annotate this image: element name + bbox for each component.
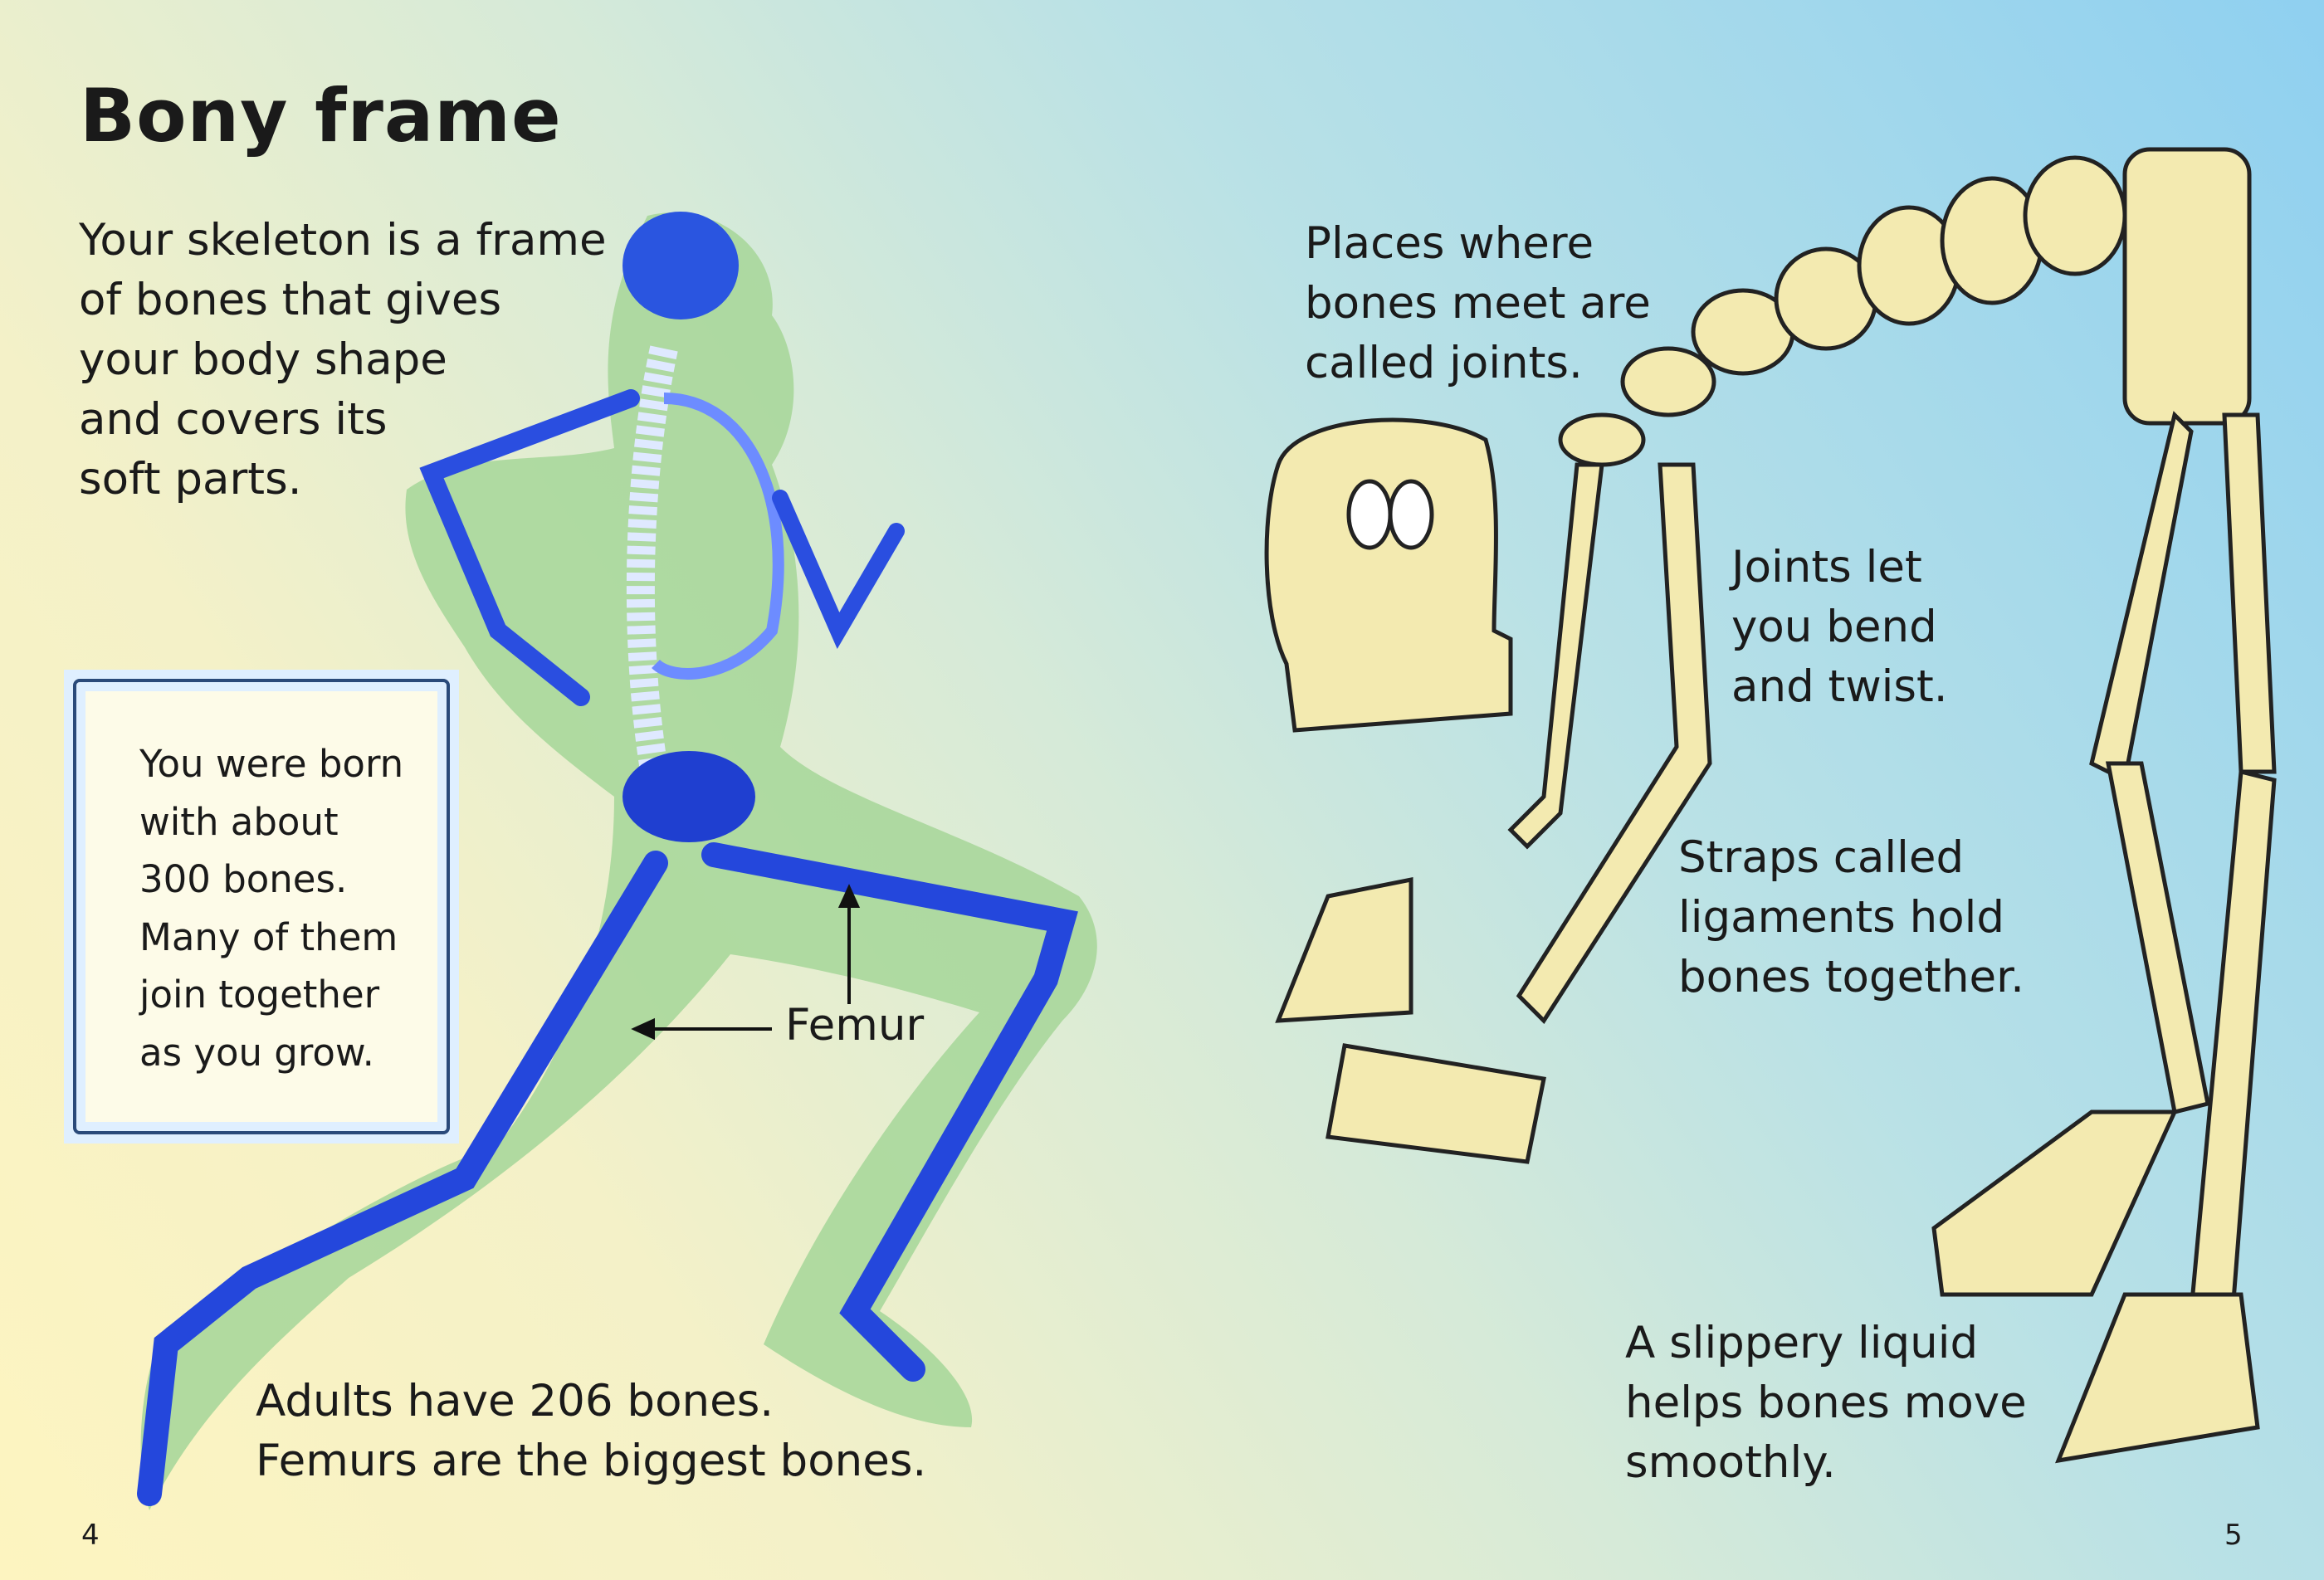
bone-frame-box (64, 670, 459, 1144)
xray-skeleton-illustration (137, 212, 1097, 1510)
text-line: bones together. (1678, 952, 2024, 1002)
page-number-left: 4 (81, 1519, 100, 1552)
text-line: helps bones move (1625, 1378, 2027, 1428)
text-line: Places where (1305, 218, 1594, 269)
intro-text: Your skeleton is a frame of bones that g… (79, 211, 607, 510)
text-line: and covers its (79, 394, 388, 445)
text-line: soft parts. (79, 454, 302, 505)
adults-text: Adults have 206 bones. Femurs are the bi… (256, 1372, 926, 1491)
text-line: of bones that gives (79, 275, 502, 325)
robot-skeleton-illustration (1264, 147, 2277, 1464)
text-line: Your skeleton is a frame (79, 215, 607, 266)
fact-box-text: You were born with about 300 bones. Many… (139, 735, 403, 1081)
text-line: smoothly. (1625, 1437, 1836, 1488)
ligaments-text: Straps called ligaments hold bones toget… (1678, 828, 2024, 1007)
bend-text: Joints let you bend and twist. (1731, 538, 1948, 717)
text-line: Adults have 206 bones. (256, 1376, 774, 1426)
text-line: with about (139, 799, 339, 844)
text-line: 300 bones. (139, 857, 348, 901)
page-number-right: 5 (2224, 1519, 2243, 1552)
femur-label: Femur (785, 1000, 925, 1051)
text-line: called joints. (1305, 338, 1583, 388)
joints-text: Places where bones meet are called joint… (1305, 214, 1651, 393)
text-line: Joints let (1731, 542, 1922, 592)
text-line: Straps called (1678, 832, 1965, 883)
text-line: and twist. (1731, 661, 1948, 712)
text-line: Many of them (139, 914, 398, 959)
text-line: your body shape (79, 334, 447, 385)
text-line: ligaments hold (1678, 892, 2005, 943)
text-line: Femurs are the biggest bones. (256, 1436, 927, 1486)
text-line: A slippery liquid (1625, 1318, 1979, 1368)
text-line: as you grow. (139, 1030, 374, 1075)
page-title: Bony frame (80, 73, 562, 158)
text-line: you bend (1731, 602, 1937, 652)
text-line: You were born (139, 742, 404, 786)
text-line: join together (139, 973, 380, 1017)
femur-pointer-arrows (631, 884, 861, 1041)
text-line: bones meet are (1305, 278, 1651, 329)
liquid-text: A slippery liquid helps bones move smoot… (1625, 1314, 2027, 1493)
